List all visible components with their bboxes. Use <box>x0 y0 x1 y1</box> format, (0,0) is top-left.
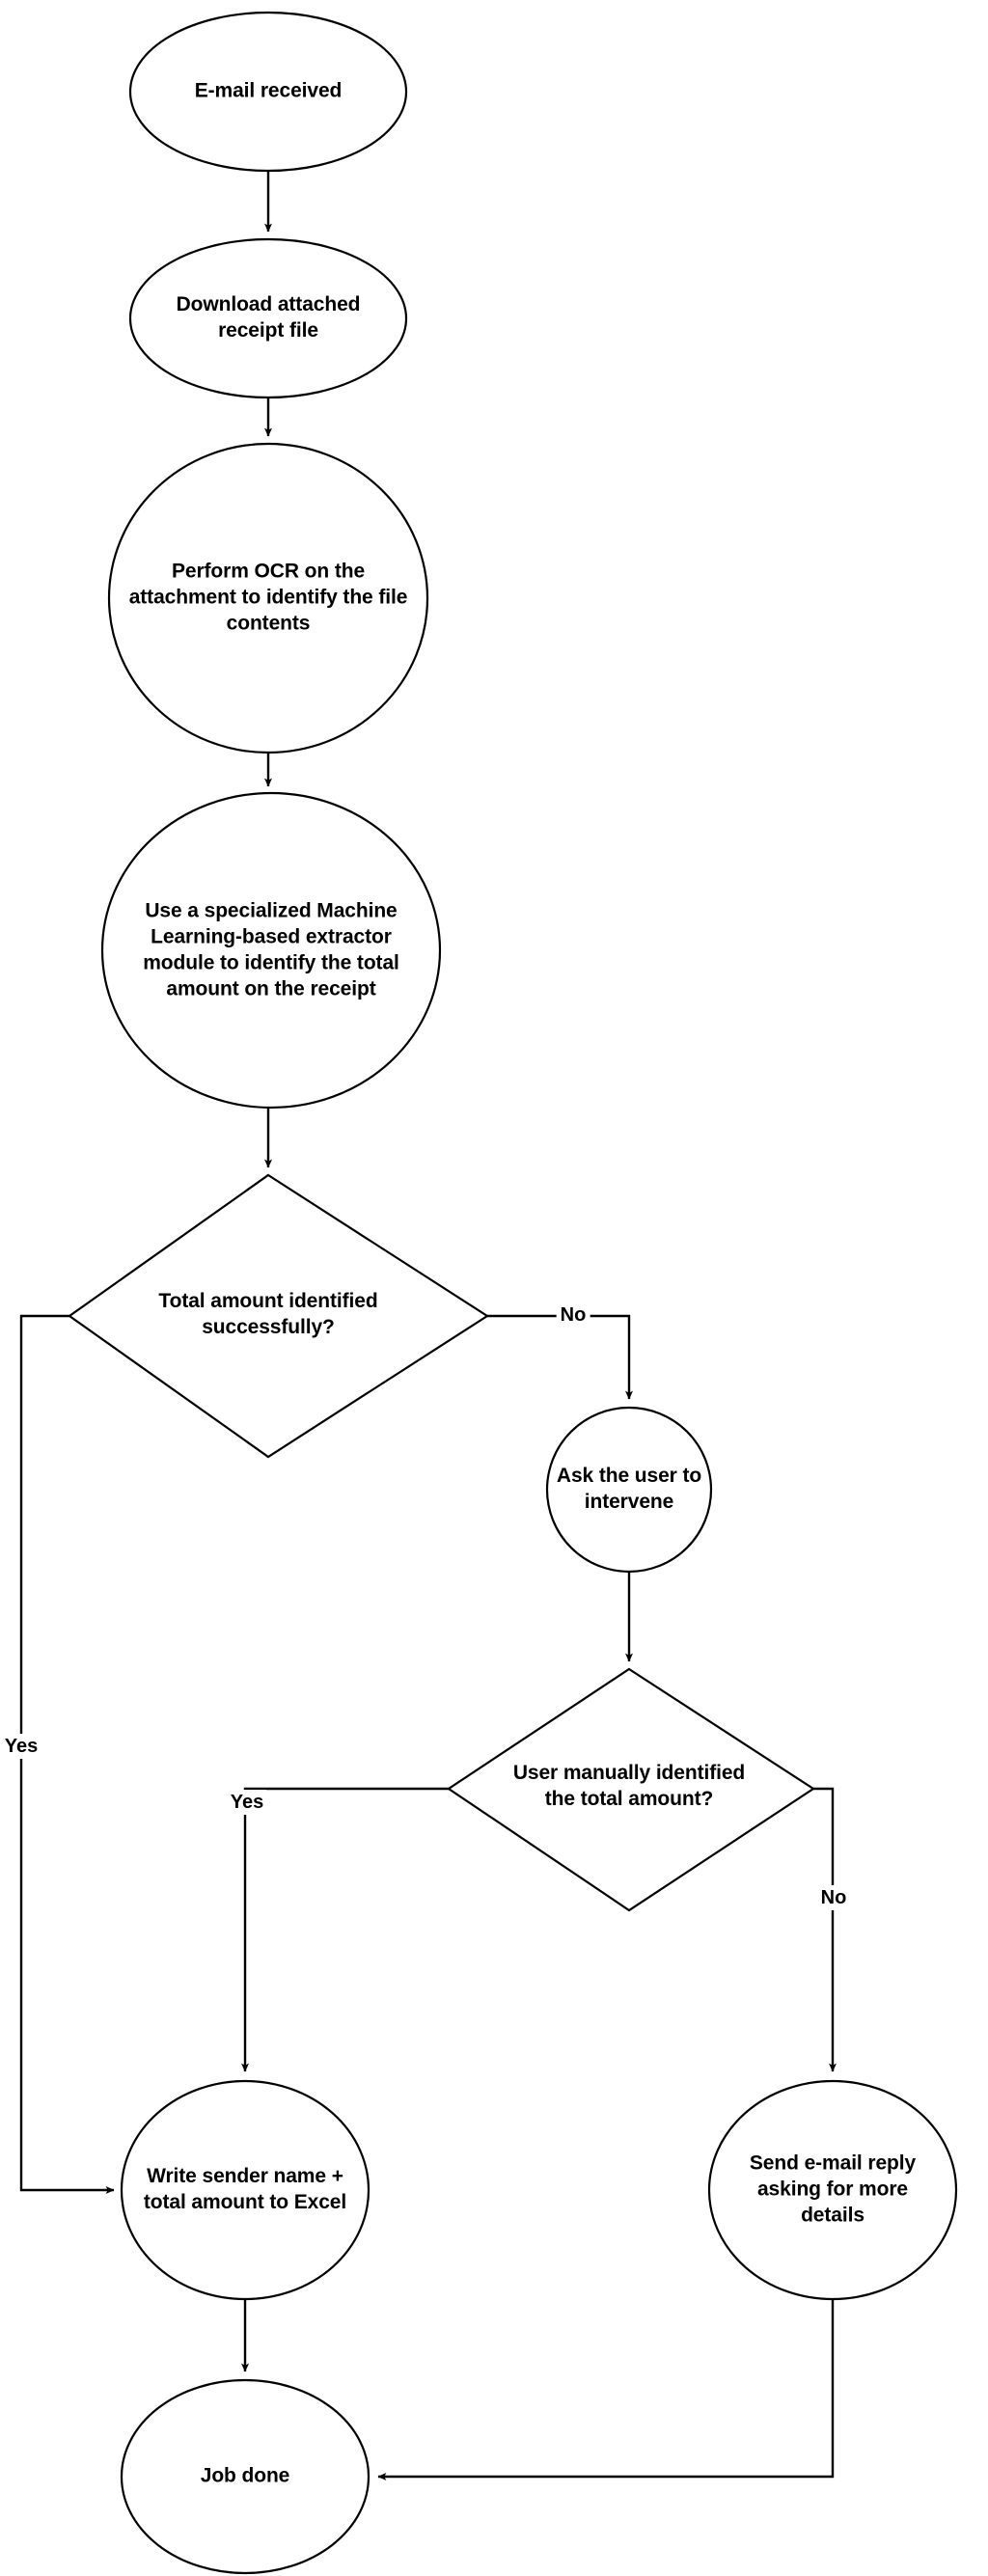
edge-total-identified-decision-yes-to-write-to-excel <box>19 1314 115 2194</box>
edge-user-manual-decision-yes-to-write-to-excel <box>241 1787 449 2072</box>
node-shape-perform-ocr[interactable] <box>107 442 429 754</box>
node-shape-job-done[interactable] <box>120 2378 370 2575</box>
node-shape-ask-user-intervene[interactable] <box>545 1406 713 1574</box>
edge-total-identified-decision-no-to-ask-user <box>487 1314 633 1400</box>
node-shape-download-receipt[interactable] <box>128 237 408 399</box>
node-shape-write-to-excel[interactable] <box>120 2079 370 2301</box>
edge-user-manual-decision-no-to-send-reply <box>813 1787 837 2072</box>
node-shape-send-reply[interactable] <box>707 2079 958 2301</box>
node-shape-email-received[interactable] <box>128 11 408 173</box>
node-shape-user-manual-decision[interactable] <box>447 1667 816 1912</box>
edge-send-reply-to-job-done <box>377 2299 835 2480</box>
node-shape-total-identified-decision[interactable] <box>68 1173 490 1459</box>
node-shape-ml-extractor[interactable] <box>100 791 442 1110</box>
